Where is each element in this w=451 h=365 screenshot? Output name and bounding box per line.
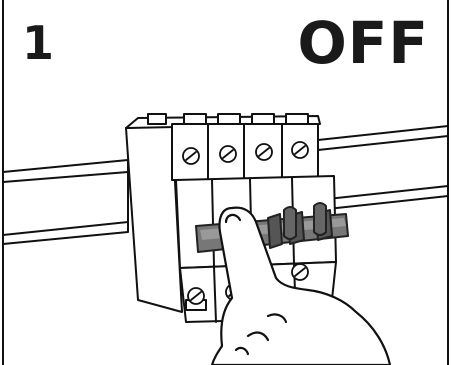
din-rail-right	[318, 126, 448, 210]
din-rail-left	[3, 160, 128, 244]
step-number: 1	[22, 20, 54, 66]
switch-state-label: OFF	[297, 14, 429, 72]
